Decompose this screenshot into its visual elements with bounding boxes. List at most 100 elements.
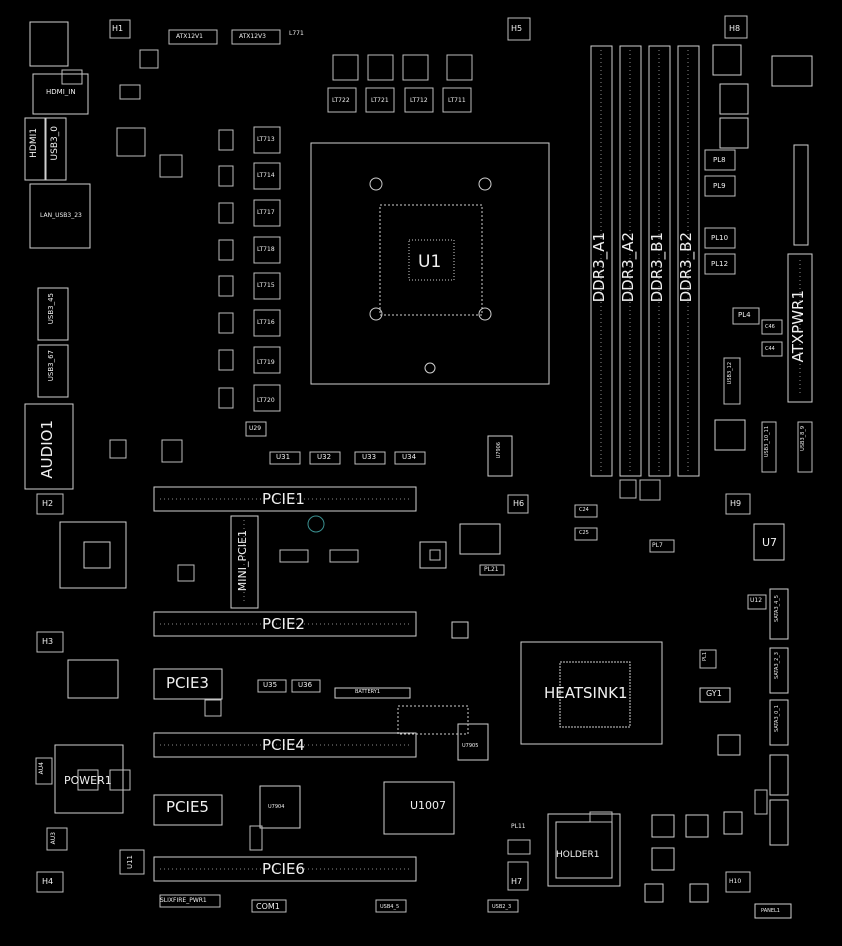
mini-pcie1-label: MINI_PCIE1 [236, 530, 249, 592]
cpu-pin-grid [379, 204, 483, 316]
mount-hole-h3-label: H3 [42, 637, 54, 646]
usb3-12-label: USB3_12 [727, 362, 733, 385]
u1007-chip [383, 781, 455, 835]
pcie1-slot [153, 486, 417, 512]
heatsink1-label: HEATSINK1 [544, 684, 628, 702]
pcie6-label: PCIE6 [262, 860, 305, 878]
pl8-label: PL8 [713, 156, 726, 164]
lt714-label: LT714 [257, 172, 275, 179]
chipset-heatsink [520, 641, 663, 745]
mount-hole-h10-label: H10 [729, 878, 742, 885]
pcie2-slot [153, 611, 417, 637]
lt712-label: LT712 [410, 97, 428, 104]
lt719-label: LT719 [257, 359, 275, 366]
lt711-label: LT711 [448, 97, 466, 104]
pl21-label: PL21 [484, 566, 499, 573]
lan-usb3-23-label: LAN_USB3_23 [40, 212, 82, 219]
dimm-slot-b1 [648, 45, 671, 477]
u1007-label: U1007 [410, 799, 447, 812]
au4-label: AU4 [38, 762, 45, 775]
pcie3-label: PCIE3 [166, 674, 209, 692]
mount-hole-h8-label: H8 [729, 24, 741, 33]
ddr3-b1-label: DDR3_B1 [648, 232, 666, 303]
atx-power-connector [787, 253, 813, 403]
mount-hole-h7-label: H7 [511, 877, 523, 886]
mount-hole-h2-label: H2 [42, 499, 54, 508]
u11-label: U11 [126, 855, 134, 870]
c25-label: C25 [579, 530, 589, 536]
holder-outline [547, 813, 621, 887]
lt722-label: LT722 [332, 97, 350, 104]
mount-hole-h9-label: H9 [730, 499, 742, 508]
pl1-label: PL1 [702, 652, 708, 661]
u35-label: U35 [263, 681, 278, 689]
cpu-u1-label: U1 [418, 252, 442, 272]
dimm-slot-a2 [619, 45, 642, 477]
pcie2-label: PCIE2 [262, 615, 305, 633]
atxpwr1-label: ATXPWR1 [789, 290, 807, 363]
l771-label: L771 [289, 30, 304, 37]
cpu-socket-outline [310, 142, 550, 385]
dimm-slot-b2 [677, 45, 700, 477]
usb2-3-label: USB2_3 [492, 904, 512, 910]
mount-hole-h1-label: H1 [112, 24, 124, 33]
lt721-label: LT721 [371, 97, 389, 104]
panel1-label: PANEL1 [761, 908, 780, 914]
pl4-label: PL4 [738, 311, 751, 319]
atx12v3-label: ATX12V3 [239, 33, 266, 40]
pcie5-label: PCIE5 [166, 798, 209, 816]
hdmi-in-label: HDMI_IN [46, 88, 76, 96]
pl11-label: PL11 [511, 823, 526, 830]
u7-label: U7 [762, 536, 778, 549]
lt715-label: LT715 [257, 282, 275, 289]
lt717-label: LT717 [257, 209, 275, 216]
au3-label: AU3 [50, 832, 57, 845]
usb3-8-9-label: USB3_8_9 [800, 426, 806, 451]
usb3-10-11-label: USB3_10_11 [764, 426, 770, 458]
u36-label: U36 [298, 681, 313, 689]
u33-label: U33 [362, 453, 377, 461]
u7905-label: U7905 [462, 743, 479, 749]
pcie5-slot [153, 794, 223, 826]
c44-label: C44 [765, 346, 775, 352]
holder1-label: HOLDER1 [556, 850, 600, 860]
audio-connector [24, 403, 74, 490]
pl7-label: PL7 [652, 542, 663, 549]
u12-label: U12 [750, 597, 763, 604]
u7904-label: U7904 [268, 804, 285, 810]
usb3-0-label: USB3_0 [50, 126, 60, 161]
usb3-67-label: USB3_67 [47, 350, 55, 382]
slixfire-pwr1-label: SLIXFIRE_PWR1 [160, 897, 207, 904]
u31-label: U31 [276, 453, 291, 461]
mount-hole-h4-label: H4 [42, 877, 54, 886]
sata3-0-1-label: SATA3_0_1 [774, 705, 780, 732]
atx12v1-label: ATX12V1 [176, 33, 203, 40]
u7906-label: U7906 [496, 442, 502, 459]
pcie6-slot [153, 856, 417, 882]
u34-label: U34 [402, 453, 417, 461]
hdmi1-label: HDMI1 [29, 128, 39, 158]
lt720-label: LT720 [257, 397, 275, 404]
pl9-label: PL9 [713, 182, 726, 190]
u29-label: U29 [249, 425, 262, 432]
pcie1-label: PCIE1 [262, 490, 305, 508]
c46-label: C46 [765, 324, 775, 330]
u32-label: U32 [317, 453, 332, 461]
lt718-label: LT718 [257, 246, 275, 253]
ddr3-a1-label: DDR3_A1 [590, 232, 608, 303]
power1-label: POWER1 [64, 774, 112, 787]
gy1-label: GY1 [706, 689, 722, 698]
c24-label: C24 [579, 507, 589, 513]
lt716-label: LT716 [257, 319, 275, 326]
audio1-label: AUDIO1 [38, 420, 56, 479]
pcie4-label: PCIE4 [262, 736, 305, 754]
mount-hole-h6-label: H6 [513, 499, 525, 508]
pl12-label: PL12 [711, 260, 729, 268]
mount-hole-h5-label: H5 [511, 24, 523, 33]
ddr3-b2-label: DDR3_B2 [677, 232, 695, 303]
com1-label: COM1 [256, 902, 280, 911]
battery1-label: BATTERY1 [355, 689, 381, 695]
pcie4-slot [153, 732, 417, 758]
